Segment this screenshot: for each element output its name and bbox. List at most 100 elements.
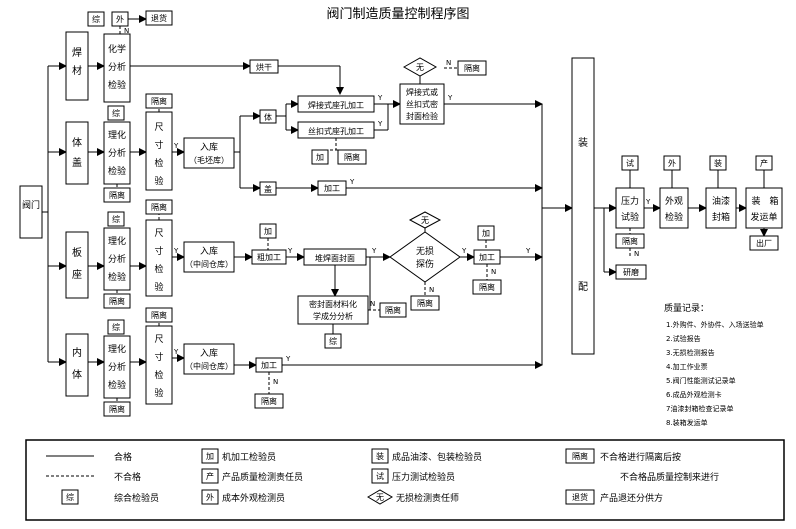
svg-text:装: 装 bbox=[751, 195, 760, 207]
wu-tag-diamond bbox=[402, 57, 438, 77]
isolate-box bbox=[379, 302, 407, 318]
svg-text:压力测试检验员: 压力测试检验员 bbox=[392, 471, 455, 483]
store-mid-box bbox=[183, 241, 235, 273]
svg-text:理化: 理化 bbox=[108, 235, 126, 247]
svg-text:配: 配 bbox=[578, 281, 588, 293]
zong-tag bbox=[107, 211, 125, 227]
svg-text:检验: 检验 bbox=[108, 79, 126, 91]
svg-text:盖: 盖 bbox=[72, 156, 82, 169]
zong-tag bbox=[324, 333, 342, 349]
wu-tag-diamond bbox=[367, 489, 393, 505]
svg-text:尺: 尺 bbox=[154, 334, 163, 345]
svg-text:隔离: 隔离 bbox=[151, 96, 167, 106]
svg-text:隔离: 隔离 bbox=[151, 310, 167, 320]
svg-text:材: 材 bbox=[72, 64, 82, 77]
svg-text:成品油漆、包装检验员: 成品油漆、包装检验员 bbox=[392, 451, 482, 463]
svg-text:Y: Y bbox=[645, 198, 651, 206]
svg-text:验: 验 bbox=[154, 175, 163, 187]
svg-text:体: 体 bbox=[72, 369, 82, 381]
svg-text:体: 体 bbox=[72, 137, 82, 149]
svg-text:综: 综 bbox=[66, 492, 74, 502]
seat-phys-check-box bbox=[103, 227, 131, 291]
svg-text:（中间仓库）: （中间仓库） bbox=[185, 361, 233, 371]
svg-text:板: 板 bbox=[72, 246, 82, 259]
svg-text:N: N bbox=[634, 250, 639, 258]
svg-text:Y: Y bbox=[349, 178, 355, 186]
svg-text:Y: Y bbox=[525, 247, 531, 255]
svg-text:探伤: 探伤 bbox=[416, 258, 434, 270]
weld-material-label: 焊 bbox=[72, 47, 82, 59]
svg-text:外观: 外观 bbox=[665, 195, 683, 207]
chan-tag bbox=[201, 468, 219, 484]
svg-text:隔离: 隔离 bbox=[622, 236, 638, 246]
paint-box bbox=[705, 187, 737, 229]
isolate-box bbox=[145, 93, 173, 109]
svg-text:油漆: 油漆 bbox=[712, 195, 730, 207]
svg-text:不合格进行隔离后按: 不合格进行隔离后按 bbox=[600, 451, 681, 463]
svg-text:外: 外 bbox=[668, 158, 676, 168]
svg-text:隔离: 隔离 bbox=[572, 451, 588, 461]
svg-text:入库: 入库 bbox=[200, 141, 218, 153]
record-item: 1.外购件、外协件、入场送验单 bbox=[666, 320, 764, 329]
svg-text:综: 综 bbox=[112, 322, 120, 332]
zong-tag bbox=[107, 319, 125, 335]
svg-text:箱: 箱 bbox=[769, 195, 778, 207]
start-valve-box bbox=[19, 185, 43, 239]
svg-text:综: 综 bbox=[112, 108, 120, 118]
svg-text:成本外观检测员: 成本外观检测员 bbox=[222, 492, 285, 504]
store-blank-box bbox=[183, 137, 235, 169]
svg-text:试验: 试验 bbox=[621, 211, 639, 223]
svg-text:出厂: 出厂 bbox=[756, 238, 772, 248]
body-phys-check-box bbox=[103, 121, 131, 185]
svg-text:装: 装 bbox=[376, 451, 384, 461]
svg-text:检验: 检验 bbox=[665, 211, 683, 223]
svg-text:尺: 尺 bbox=[154, 228, 163, 239]
svg-text:烘干: 烘干 bbox=[256, 62, 272, 72]
svg-text:隔离: 隔离 bbox=[151, 202, 167, 212]
svg-text:入库: 入库 bbox=[200, 347, 218, 359]
svg-text:产: 产 bbox=[206, 471, 214, 481]
svg-text:隔离: 隔离 bbox=[109, 190, 125, 200]
svg-text:综: 综 bbox=[329, 336, 337, 346]
svg-text:不合格品质量控制来进行: 不合格品质量控制来进行 bbox=[620, 471, 719, 483]
ndt-diamond bbox=[389, 231, 461, 283]
svg-text:Y: Y bbox=[371, 247, 377, 255]
svg-text:综合检验员: 综合检验员 bbox=[114, 492, 159, 504]
svg-text:隔离: 隔离 bbox=[109, 404, 125, 414]
svg-text:理化: 理化 bbox=[108, 343, 126, 355]
svg-text:试: 试 bbox=[376, 471, 384, 481]
record-item: 8.装箱发运单 bbox=[666, 418, 708, 427]
appearance-check-box bbox=[659, 187, 689, 229]
svg-text:分析: 分析 bbox=[108, 61, 126, 73]
svg-text:Y: Y bbox=[285, 355, 291, 363]
svg-text:加: 加 bbox=[264, 226, 272, 236]
jia-tag bbox=[201, 448, 219, 464]
svg-text:Y: Y bbox=[173, 348, 179, 356]
svg-text:隔离: 隔离 bbox=[261, 396, 277, 406]
svg-text:发运单: 发运单 bbox=[750, 211, 777, 223]
svg-text:加: 加 bbox=[206, 451, 214, 461]
svg-text:寸: 寸 bbox=[154, 139, 163, 151]
seat-material-box bbox=[65, 231, 89, 299]
wu-tag-diamond bbox=[408, 211, 442, 229]
weld-chem-check-box bbox=[103, 33, 131, 103]
svg-text:座: 座 bbox=[72, 268, 82, 281]
svg-text:加工: 加工 bbox=[479, 252, 495, 262]
reject-box bbox=[565, 489, 595, 505]
isolate-box bbox=[472, 279, 502, 295]
svg-text:隔离: 隔离 bbox=[109, 296, 125, 306]
svg-text:（中间仓库）: （中间仓库） bbox=[185, 259, 233, 269]
svg-text:加: 加 bbox=[316, 152, 324, 162]
svg-text:退货: 退货 bbox=[151, 13, 167, 23]
svg-text:（毛坯库）: （毛坯库） bbox=[189, 155, 229, 165]
isolate-box bbox=[103, 401, 131, 417]
body-material-box bbox=[65, 121, 89, 185]
svg-text:外: 外 bbox=[206, 492, 214, 502]
svg-text:盖: 盖 bbox=[264, 184, 272, 194]
svg-text:产: 产 bbox=[760, 158, 768, 168]
isolate-box bbox=[410, 295, 440, 311]
record-item: 7油漆封箱检查记录单 bbox=[666, 404, 733, 413]
svg-text:不合格: 不合格 bbox=[114, 471, 141, 483]
isolate-box bbox=[337, 149, 367, 165]
svg-text:封面检验: 封面检验 bbox=[406, 111, 438, 121]
